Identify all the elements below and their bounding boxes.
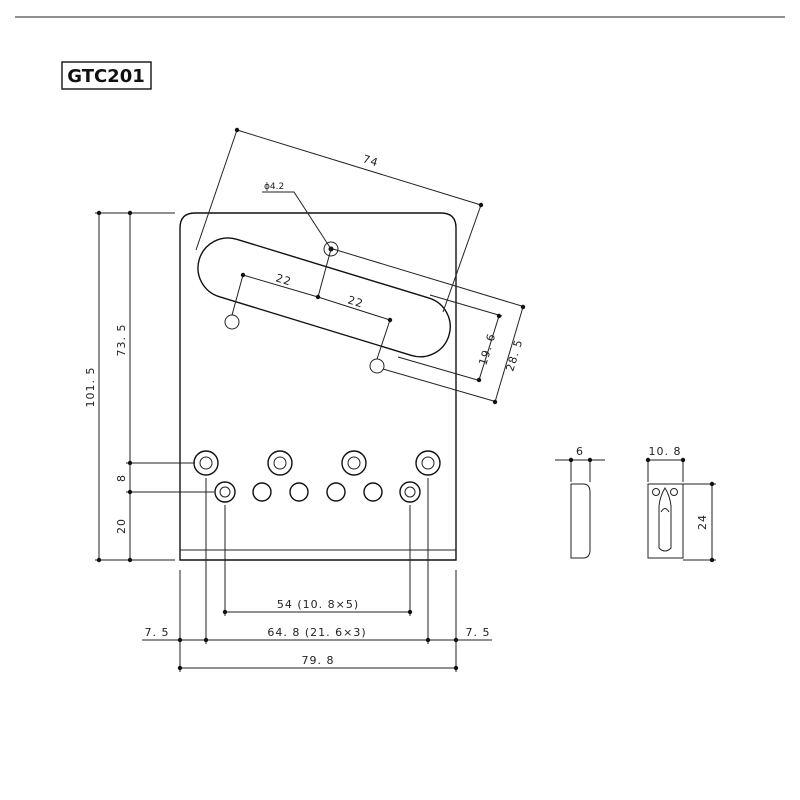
mount-hole (369, 358, 385, 374)
dim-right-margin: 7. 5 (466, 626, 491, 639)
string-holes-row-1 (193, 450, 441, 476)
pickup-slot (197, 237, 451, 358)
dim-top-to-holes: 73. 5 (115, 324, 128, 357)
dim-outer-span: 64. 8 (21. 6×3) (267, 626, 366, 639)
dim-slot-offset-inner: 19. 6 (476, 332, 498, 367)
dim-saddle-side-width: 6 (576, 445, 584, 458)
dim-inner-span: 54 (10. 8×5) (277, 598, 359, 611)
dim-row-gap: 8 (115, 474, 128, 482)
dim-bottom-to-holes: 20 (115, 518, 128, 534)
dim-slot-length: 74 (361, 152, 380, 169)
saddle-side-view (555, 457, 605, 559)
model-title: GTC201 (67, 66, 145, 87)
dimension-lines (195, 127, 526, 405)
string-holes-row-2 (214, 481, 421, 503)
saddle-front-view (645, 457, 716, 563)
title-box: GTC201 (61, 61, 152, 90)
mount-hole (224, 314, 240, 330)
dim-total-height: 101. 5 (84, 367, 97, 408)
bridge-plate (179, 212, 457, 561)
dim-hole-diameter: ϕ4.2 (264, 182, 284, 192)
dim-total-width: 79. 8 (302, 654, 335, 667)
dim-saddle-height: 24 (696, 514, 709, 530)
vertical-dimensions (95, 210, 214, 563)
dim-hole-spacing-left: 22 (274, 271, 293, 288)
dim-slot-offset-outer: 28. 5 (503, 338, 525, 373)
dim-left-margin: 7. 5 (145, 626, 170, 639)
dim-saddle-front-width: 10. 8 (649, 445, 682, 458)
dim-hole-spacing-right: 22 (346, 293, 365, 310)
horizontal-dimensions (142, 478, 492, 672)
